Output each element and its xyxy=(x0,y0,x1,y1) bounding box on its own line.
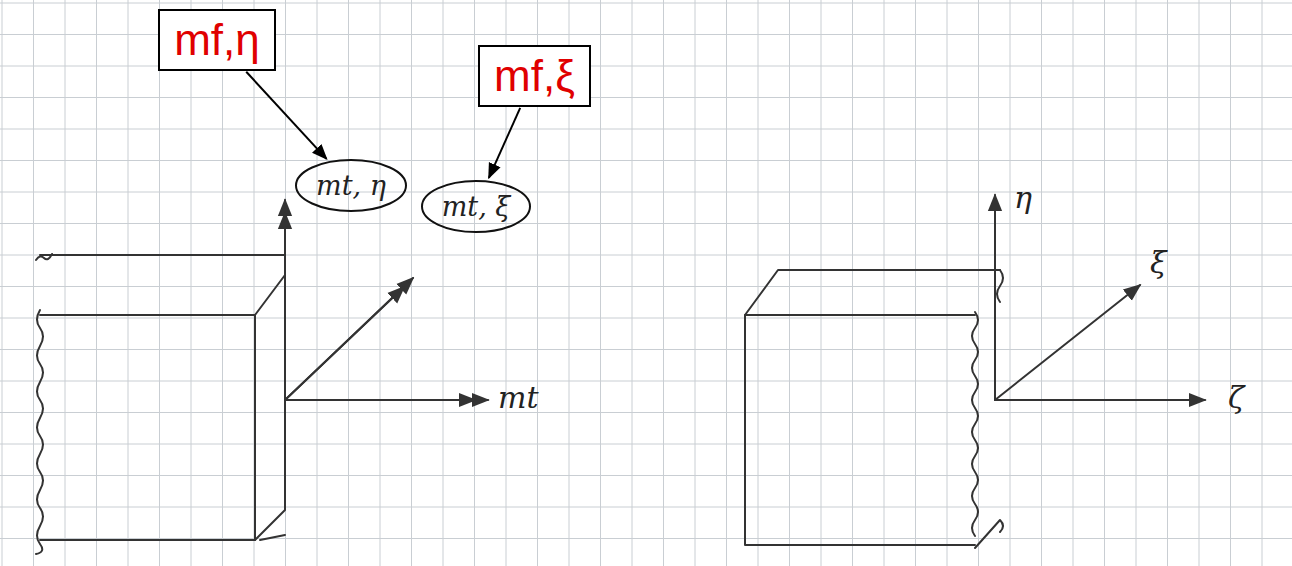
axis-arrow xyxy=(994,195,996,400)
grid-line xyxy=(128,0,129,566)
grid-line xyxy=(0,286,1292,287)
grid-line xyxy=(915,0,916,566)
grid-line xyxy=(0,475,1292,476)
grid-line xyxy=(0,538,1292,539)
grid-line xyxy=(0,192,1292,193)
grid-line xyxy=(1041,0,1042,566)
grid-line xyxy=(1136,0,1137,566)
grid-line xyxy=(65,0,66,566)
grid-line xyxy=(0,97,1292,98)
grid-line xyxy=(821,0,822,566)
grid-line xyxy=(0,412,1292,413)
axis-label: ζ xyxy=(1228,380,1244,415)
correction-box: mf,η xyxy=(158,9,276,71)
moment-label: mt, η xyxy=(316,170,386,201)
axis-arrow xyxy=(285,278,413,400)
grid-line xyxy=(1010,0,1011,566)
grid-line xyxy=(0,160,1292,161)
grid-line xyxy=(663,0,664,566)
cube-edge xyxy=(745,270,1000,315)
cut-line xyxy=(36,254,52,554)
grid-line xyxy=(1199,0,1200,566)
axis-label: mt xyxy=(498,380,539,415)
grid-line xyxy=(947,0,948,566)
grid-line xyxy=(33,0,34,566)
grid-line xyxy=(726,0,727,566)
grid-line xyxy=(474,0,475,566)
grid-line xyxy=(0,3,1292,4)
cube-edge xyxy=(40,255,285,540)
grid-line xyxy=(1104,0,1105,566)
grid-line xyxy=(884,0,885,566)
grid-line xyxy=(222,0,223,566)
axis-label: η xyxy=(1014,180,1032,215)
grid-line xyxy=(1167,0,1168,566)
axis-arrow xyxy=(995,399,1205,401)
grid-line xyxy=(317,0,318,566)
grid-line xyxy=(443,0,444,566)
correction-text: mf,ξ xyxy=(494,51,575,101)
grid-line xyxy=(695,0,696,566)
cut-line xyxy=(975,270,1003,548)
grid-line xyxy=(0,349,1292,350)
callout-arrow xyxy=(489,108,520,178)
grid-line xyxy=(2,0,3,566)
axis-arrow xyxy=(284,200,286,400)
grid-line xyxy=(159,0,160,566)
grid-line xyxy=(0,129,1292,130)
callout-arrow xyxy=(246,72,326,159)
grid-line xyxy=(632,0,633,566)
grid-line xyxy=(191,0,192,566)
grid-line xyxy=(96,0,97,566)
grid-line xyxy=(1073,0,1074,566)
grid-line xyxy=(0,223,1292,224)
grid-line xyxy=(852,0,853,566)
grid-line xyxy=(600,0,601,566)
axis-arrow xyxy=(285,399,488,401)
cube-edge xyxy=(260,535,285,540)
cube-edge xyxy=(745,315,975,545)
cube-edge xyxy=(40,315,255,540)
axis-arrow xyxy=(995,285,1140,400)
grid-line xyxy=(1262,0,1263,566)
grid-line xyxy=(1230,0,1231,566)
grid-line xyxy=(789,0,790,566)
grid-line xyxy=(380,0,381,566)
cut-line xyxy=(972,312,978,536)
grid-line xyxy=(348,0,349,566)
grid-line xyxy=(0,507,1292,508)
circled-label: mt, η xyxy=(294,158,408,213)
moment-label: mt, ξ xyxy=(442,191,511,222)
circled-label: mt, ξ xyxy=(420,179,532,234)
grid-line xyxy=(0,381,1292,382)
grid-line xyxy=(758,0,759,566)
correction-text: mf,η xyxy=(174,15,260,65)
grid-line xyxy=(0,444,1292,445)
grid-line xyxy=(411,0,412,566)
correction-box: mf,ξ xyxy=(478,45,591,107)
axis-label: ξ xyxy=(1150,245,1167,280)
